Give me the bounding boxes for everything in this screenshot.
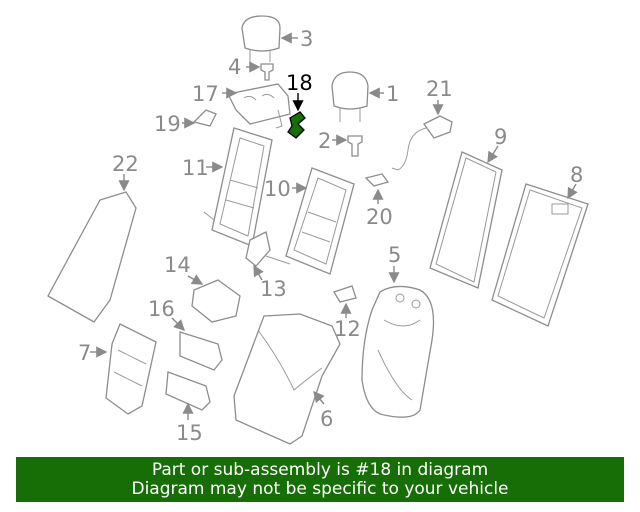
callout-12: 12 <box>334 317 361 341</box>
part-2-bolt <box>332 134 363 157</box>
callout-1: 1 <box>386 82 399 106</box>
callout-22: 22 <box>112 152 139 176</box>
callout-7: 7 <box>78 341 91 365</box>
callout-15: 15 <box>176 421 203 445</box>
parts-diagram: 3 4 18 1 21 17 19 2 9 22 11 10 8 20 5 14… <box>47 15 589 445</box>
part-6-seat-cover <box>233 313 341 445</box>
banner-line-part-number: Part or sub-assembly is #18 in diagram <box>151 460 489 480</box>
callout-17: 17 <box>192 82 219 106</box>
callout-16: 16 <box>148 297 175 321</box>
callout-6: 6 <box>320 407 333 431</box>
callout-2: 2 <box>318 129 331 153</box>
callout-21: 21 <box>426 77 453 101</box>
callout-20: 20 <box>366 205 393 229</box>
part-21-cable <box>391 100 453 171</box>
callout-5: 5 <box>388 243 401 267</box>
part-8-board <box>491 183 589 327</box>
part-3-headrest <box>241 15 298 62</box>
part-1-headrest <box>331 71 384 122</box>
part-13-bracket <box>245 231 271 281</box>
callout-13: 13 <box>260 277 287 301</box>
banner-line-disclaimer: Diagram may not be specific to your vehi… <box>131 479 509 499</box>
callout-19: 19 <box>154 112 181 136</box>
part-19-clip <box>182 109 217 129</box>
part-18-hinge <box>287 93 306 139</box>
part-10-backrest-frame <box>265 167 355 275</box>
callout-9: 9 <box>494 125 507 149</box>
info-banner: Part or sub-assembly is #18 in diagram D… <box>16 457 624 502</box>
callout-3: 3 <box>300 27 313 51</box>
callout-10: 10 <box>264 177 291 201</box>
part-17-bracket <box>222 83 291 129</box>
part-5-seat-cushion <box>361 266 435 418</box>
callout-14: 14 <box>164 253 191 277</box>
callout-4: 4 <box>228 55 241 79</box>
part-15-block <box>165 371 211 420</box>
callout-11: 11 <box>182 156 209 180</box>
part-16-block <box>171 317 223 371</box>
part-11-frame <box>203 127 273 247</box>
part-20-latch <box>364 173 390 204</box>
part-4-screw <box>246 61 274 81</box>
part-9-panel <box>429 145 503 289</box>
callout-18-highlighted: 18 <box>286 71 313 95</box>
part-22-side-cover <box>47 174 137 323</box>
part-14-cushion-block <box>187 274 241 323</box>
callout-8: 8 <box>570 163 583 187</box>
part-7-side-bolster <box>90 323 157 415</box>
part-12-clip <box>333 285 357 318</box>
